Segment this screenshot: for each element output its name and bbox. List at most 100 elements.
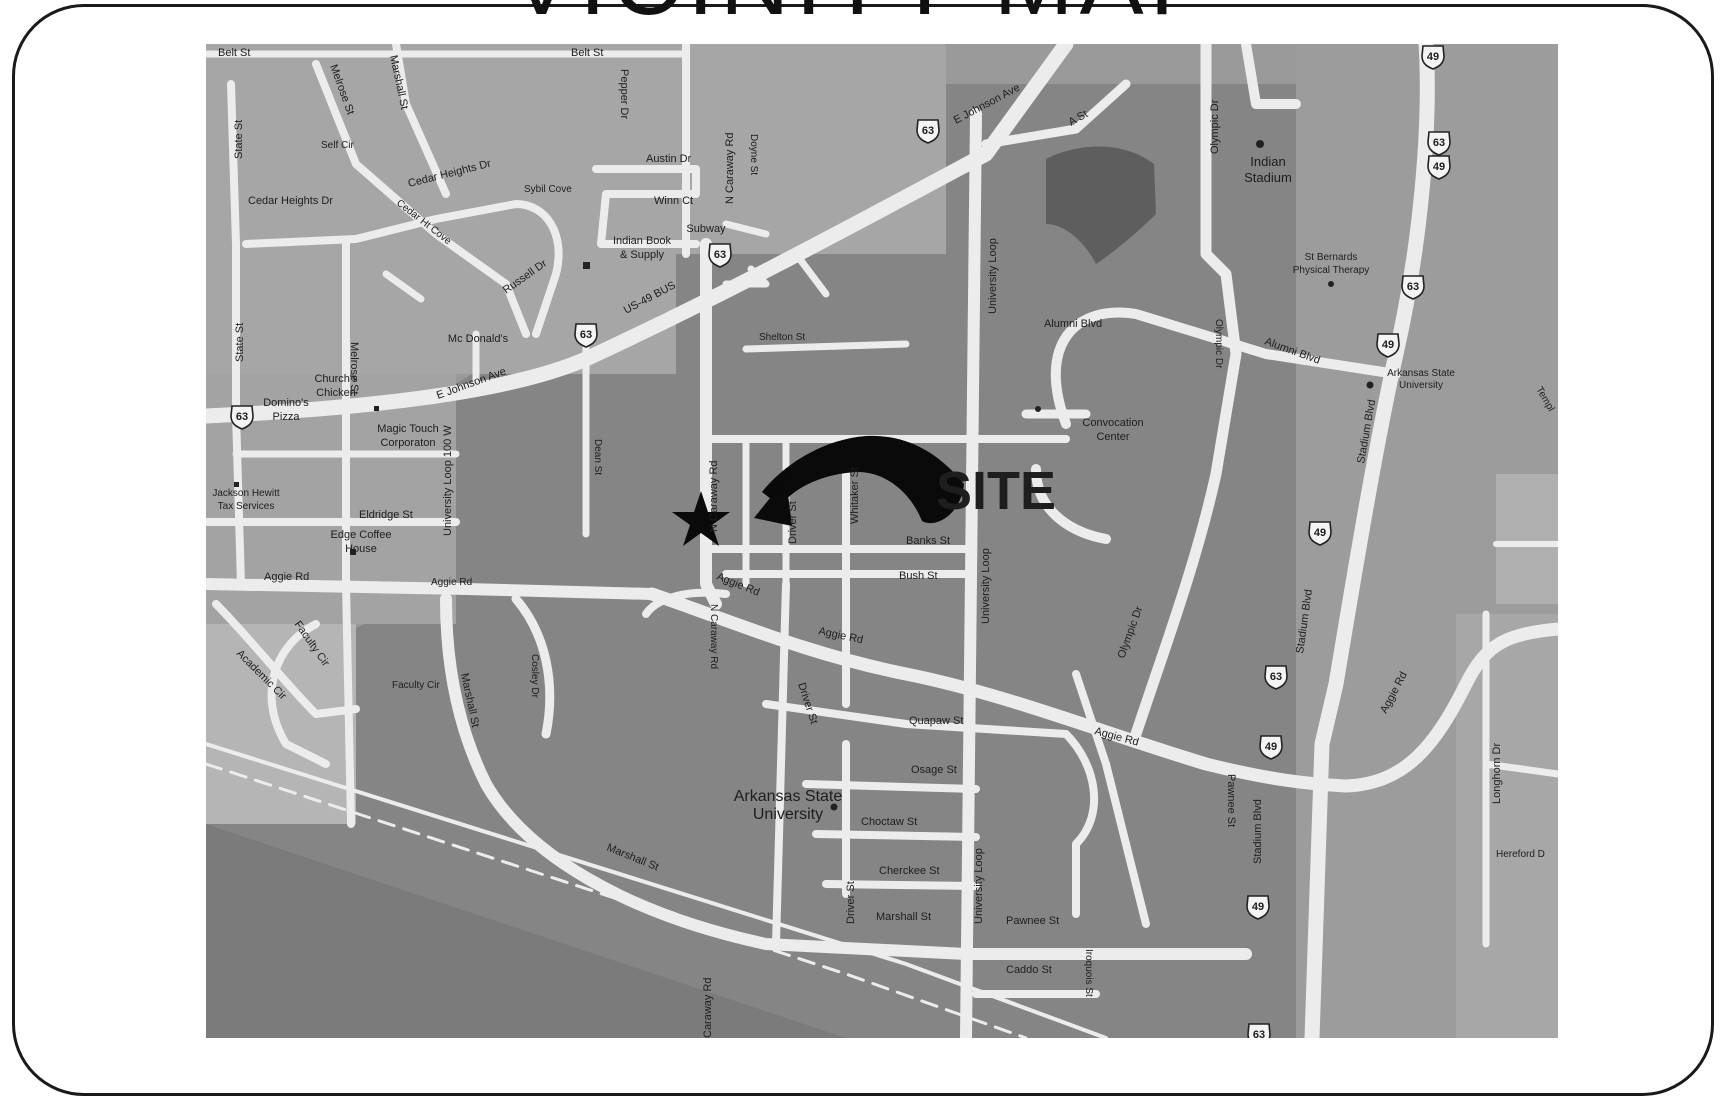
svg-text:63: 63: [922, 125, 934, 137]
svg-text:49: 49: [1252, 901, 1264, 913]
svg-text:Alumni Blvd: Alumni Blvd: [1044, 318, 1102, 330]
svg-text:House: House: [345, 543, 377, 555]
svg-text:Shelton St: Shelton St: [759, 332, 805, 343]
stadium-icon: [1256, 140, 1264, 148]
svg-text:63: 63: [1433, 137, 1445, 149]
university-icon: [830, 803, 838, 811]
svg-text:Tax Services: Tax Services: [218, 501, 275, 512]
highway-shield-63: 63: [1401, 275, 1425, 300]
svg-text:63: 63: [580, 329, 592, 341]
highway-shield-63: 63: [574, 323, 598, 348]
svg-text:Doyne St: Doyne St: [748, 134, 759, 175]
place-markers: [234, 140, 1374, 811]
site-arrow-icon: [762, 435, 964, 524]
svg-text:Marshall St: Marshall St: [876, 911, 931, 923]
svg-text:Subway: Subway: [686, 223, 726, 235]
svg-text:Olympic Dr: Olympic Dr: [1209, 99, 1221, 154]
highway-shield-49: 49: [1421, 45, 1445, 70]
svg-text:63: 63: [1270, 671, 1282, 683]
svg-text:Caraway Rd: Caraway Rd: [702, 977, 714, 1038]
highway-shield-63: 63: [708, 243, 732, 268]
svg-text:Driver St: Driver St: [787, 501, 799, 544]
svg-text:Domino's: Domino's: [263, 397, 309, 409]
svg-text:Cedar Heights Dr: Cedar Heights Dr: [248, 195, 333, 207]
svg-text:St Bernards: St Bernards: [1305, 252, 1358, 263]
svg-text:Longhorn Dr: Longhorn Dr: [1491, 743, 1503, 804]
svg-text:Belt St: Belt St: [218, 47, 250, 59]
svg-text:State St: State St: [233, 120, 245, 159]
svg-text:Aggie Rd: Aggie Rd: [431, 577, 472, 588]
svg-text:49: 49: [1265, 741, 1277, 753]
svg-text:63: 63: [714, 249, 726, 261]
svg-text:Arkansas State: Arkansas State: [734, 788, 843, 805]
roads: [206, 44, 1558, 1038]
svg-text:Pepper Dr: Pepper Dr: [618, 69, 630, 119]
university-icon: [1366, 381, 1374, 389]
svg-text:University Loop: University Loop: [987, 238, 999, 314]
svg-text:63: 63: [236, 411, 248, 423]
svg-text:Olympic Dr: Olympic Dr: [1213, 319, 1224, 369]
svg-text:Stadium Blvd: Stadium Blvd: [1252, 799, 1264, 864]
svg-text:63: 63: [1407, 281, 1419, 293]
svg-text:University Loop: University Loop: [973, 848, 985, 924]
svg-text:Magic Touch: Magic Touch: [377, 423, 439, 435]
svg-text:Physical Therapy: Physical Therapy: [1293, 265, 1370, 276]
business-icon: [374, 406, 379, 411]
svg-text:N Caraway Rd: N Caraway Rd: [708, 604, 719, 669]
vicinity-map[interactable]: SITE 49 63 49 63 63 63 49 63 63 49 63 49…: [206, 44, 1558, 1038]
highway-shield-49: 49: [1427, 155, 1451, 180]
svg-text:Corporaton: Corporaton: [380, 437, 435, 449]
highway-shield-49: 49: [1376, 333, 1400, 358]
site-arrowhead-icon: [754, 478, 792, 526]
svg-text:N Caraway Rd: N Caraway Rd: [708, 460, 720, 532]
svg-text:Faculty Cir: Faculty Cir: [392, 680, 440, 691]
svg-text:Winn Ct: Winn Ct: [654, 195, 693, 207]
svg-text:Caddo St: Caddo St: [1006, 964, 1052, 976]
place-labels: Indian Stadium St Bernards Physical Ther…: [212, 154, 1455, 823]
center-icon: [1035, 406, 1041, 412]
svg-text:49: 49: [1314, 527, 1326, 539]
svg-text:Arkansas State: Arkansas State: [1387, 368, 1455, 379]
svg-text:Quapaw St: Quapaw St: [909, 715, 963, 727]
svg-text:49: 49: [1433, 161, 1445, 173]
svg-text:Hereford D: Hereford D: [1496, 849, 1545, 860]
svg-text:N Caraway Rd: N Caraway Rd: [724, 132, 736, 204]
svg-text:Convocation: Convocation: [1082, 417, 1143, 429]
highway-shield-63: 63: [1264, 665, 1288, 690]
site-label: SITE: [936, 461, 1056, 521]
svg-text:63: 63: [1253, 1029, 1265, 1038]
highway-shield-49: 49: [1259, 735, 1283, 760]
site-star-icon: [672, 491, 730, 546]
highway-shield-63: 63: [916, 119, 940, 144]
svg-text:Cherckee St: Cherckee St: [879, 865, 940, 877]
highway-shield-63: 63: [230, 405, 254, 430]
svg-text:Driver St: Driver St: [845, 881, 857, 924]
svg-text:Melrose St: Melrose St: [348, 342, 360, 395]
coffee-icon: [350, 549, 356, 555]
svg-text:Sybil Cove: Sybil Cove: [524, 184, 572, 195]
svg-text:Choctaw St: Choctaw St: [861, 816, 917, 828]
svg-text:Pawnee St: Pawnee St: [1006, 915, 1059, 927]
svg-text:Dean St: Dean St: [592, 439, 603, 475]
svg-text:Pizza: Pizza: [273, 411, 301, 423]
svg-text:Center: Center: [1096, 431, 1129, 443]
store-icon: [583, 262, 590, 269]
svg-text:Iroquois St: Iroquois St: [1083, 949, 1094, 997]
highway-shield-63: 63: [1247, 1023, 1271, 1038]
svg-text:State St: State St: [234, 323, 246, 362]
svg-text:Banks St: Banks St: [906, 535, 950, 547]
svg-text:Edge Coffee: Edge Coffee: [331, 529, 392, 541]
svg-text:Stadium: Stadium: [1244, 170, 1292, 185]
highway-shields: 49 63 49 63 63 63 49 63 63 49 63 49 49 6…: [230, 45, 1451, 1038]
svg-text:Indian: Indian: [1250, 154, 1285, 169]
svg-text:Indian Book: Indian Book: [613, 235, 672, 247]
poi-icon: [1328, 281, 1334, 287]
business-icon: [234, 482, 239, 487]
site-marker[interactable]: SITE: [672, 435, 1056, 546]
campus-area: [206, 84, 1558, 1038]
svg-text:Church's: Church's: [314, 373, 358, 385]
svg-text:University Loop 100 W: University Loop 100 W: [442, 425, 454, 536]
svg-text:49: 49: [1382, 339, 1394, 351]
page-title: VICINITY MAP: [0, 0, 1729, 30]
highway-shield-49: 49: [1308, 521, 1332, 546]
